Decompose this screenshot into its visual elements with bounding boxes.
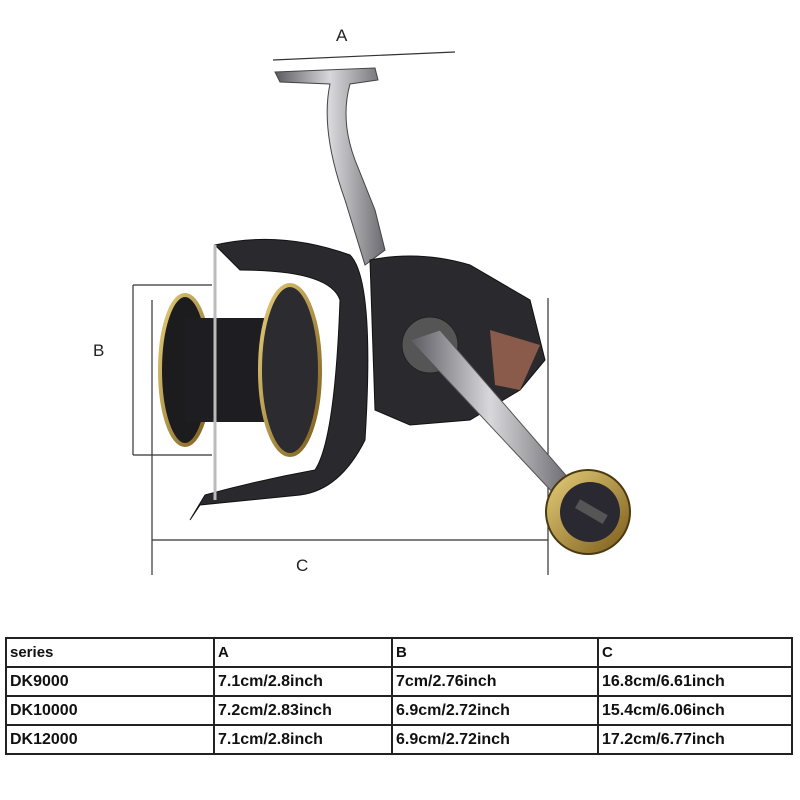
cell-series: DK12000 [5, 724, 215, 755]
dimension-label-a: A [336, 26, 348, 45]
bail-arm [189, 238, 369, 521]
dimension-line-b [132, 284, 212, 575]
table-header-row: series A B C [5, 637, 793, 668]
cell-a: 7.2cm/2.83inch [213, 695, 393, 726]
cell-a: 7.1cm/2.8inch [213, 724, 393, 755]
dimension-line-c [152, 298, 549, 575]
header-a: A [213, 637, 393, 668]
cell-b: 7cm/2.76inch [391, 666, 599, 697]
cell-series: DK10000 [5, 695, 215, 726]
dimension-line-a [272, 51, 456, 61]
header-c: C [597, 637, 793, 668]
dimension-label-c: C [296, 556, 309, 575]
table-row: DK12000 7.1cm/2.8inch 6.9cm/2.72inch 17.… [5, 724, 793, 755]
dimension-label-b: B [93, 341, 105, 360]
cell-b: 6.9cm/2.72inch [391, 695, 599, 726]
size-table: series A B C DK9000 7.1cm/2.8inch 7cm/2.… [5, 637, 793, 755]
handle-knob-icon [274, 67, 386, 266]
fishing-reel-illustration [132, 51, 631, 575]
cell-series: DK9000 [5, 666, 215, 697]
cell-a: 7.1cm/2.8inch [213, 666, 393, 697]
table-row: DK9000 7.1cm/2.8inch 7cm/2.76inch 16.8cm… [5, 666, 793, 697]
cell-c: 16.8cm/6.61inch [597, 666, 793, 697]
table-row: DK10000 7.2cm/2.83inch 6.9cm/2.72inch 15… [5, 695, 793, 726]
header-series: series [5, 637, 215, 668]
cell-b: 6.9cm/2.72inch [391, 724, 599, 755]
cell-c: 15.4cm/6.06inch [597, 695, 793, 726]
cell-c: 17.2cm/6.77inch [597, 724, 793, 755]
header-b: B [391, 637, 599, 668]
